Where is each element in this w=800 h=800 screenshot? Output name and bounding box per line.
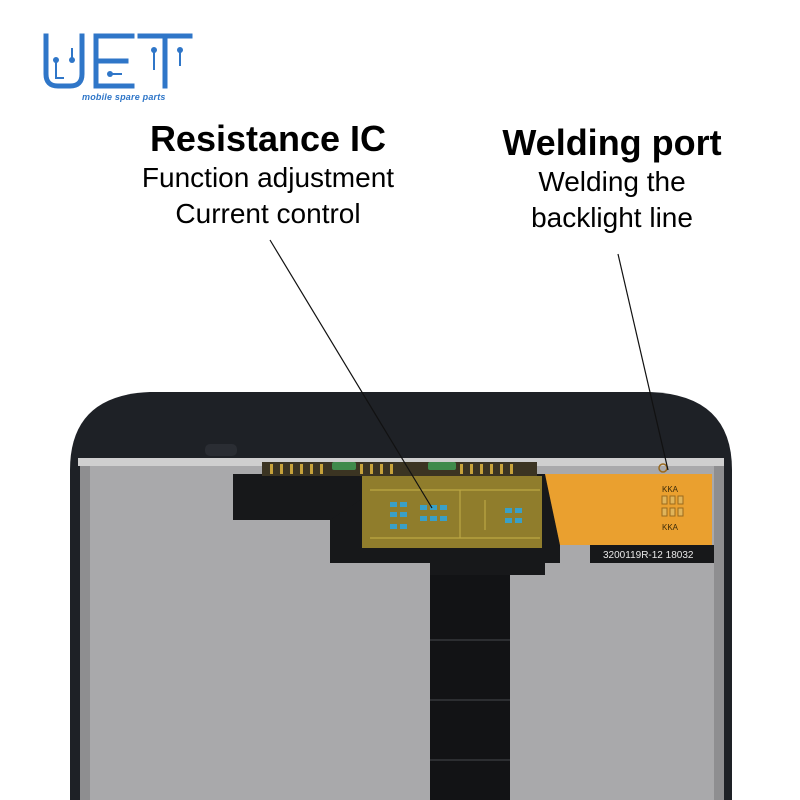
logo-tagline: mobile spare parts [82,92,166,102]
callout-title: Resistance IC [149,118,387,159]
sensor-notch [205,444,237,456]
callout-title: Welding port [502,122,722,163]
logo-letter-u [43,33,85,89]
flex-cable-orange [545,474,712,545]
logo-letter-t [137,33,193,89]
callout-line: Current control [175,198,361,229]
callout-line: Function adjustment [141,162,395,193]
callout-line: Welding the [538,166,686,197]
logo-letter-e [93,33,135,89]
callout-welding-port: Welding port Welding the backlight line [480,122,744,236]
brand-logo [43,33,193,89]
callout-line: backlight line [531,202,693,233]
welding-pads [661,495,684,517]
callout-resistance-ic: Resistance IC Function adjustment Curren… [118,118,418,232]
